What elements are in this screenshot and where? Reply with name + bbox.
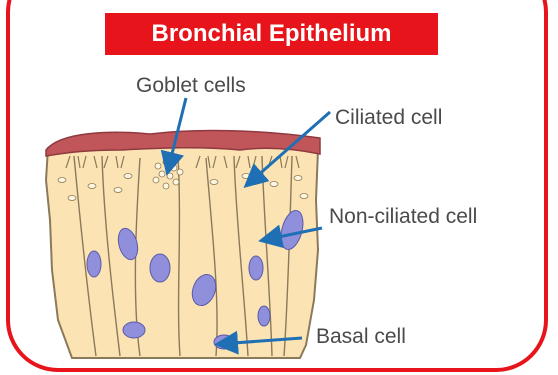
basal-cell-label: Basal cell bbox=[316, 325, 406, 349]
non-ciliated-cell-label: Non-ciliated cell bbox=[329, 205, 477, 229]
goblet-cells-label: Goblet cells bbox=[136, 74, 246, 98]
ciliated-cell-label: Ciliated cell bbox=[335, 106, 442, 130]
